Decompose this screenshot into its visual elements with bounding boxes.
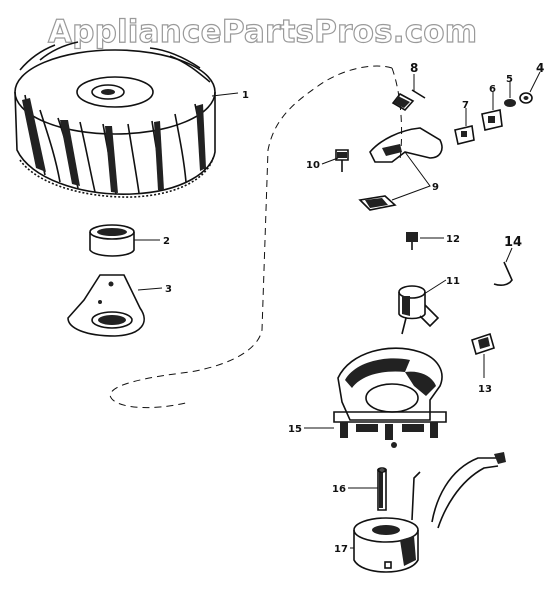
- breaker-point-arm: [358, 127, 443, 211]
- shaft-part-16: [377, 467, 387, 511]
- callout-11: 11: [446, 276, 460, 287]
- callout-16: 16: [332, 484, 346, 495]
- wire-hook-part-14: [493, 261, 513, 286]
- nut-part-5: [504, 99, 516, 107]
- clip-part-7: [454, 125, 475, 145]
- callout-2: 2: [163, 236, 170, 247]
- washer-part-4: [519, 92, 533, 104]
- callout-14: 14: [504, 235, 522, 250]
- callout-6: 6: [489, 84, 496, 95]
- flywheel: [14, 41, 216, 198]
- coil-lead-3: [411, 471, 421, 521]
- callout-10: 10: [306, 160, 320, 171]
- bracket-plate: [67, 274, 145, 337]
- coil-lead-2: [437, 465, 499, 529]
- callout-3: 3: [165, 284, 172, 295]
- screw-part-12: [406, 232, 418, 250]
- callout-5: 5: [506, 74, 513, 85]
- leader-lines: [134, 71, 541, 549]
- callout-12: 12: [446, 234, 460, 245]
- coil-part-17: [353, 517, 419, 573]
- callout-13: 13: [478, 384, 492, 395]
- callout-7: 7: [462, 100, 469, 111]
- condenser-part-11: [398, 285, 440, 335]
- callout-8: 8: [410, 61, 418, 75]
- callout-9: 9: [432, 182, 439, 193]
- callout-15: 15: [288, 424, 302, 435]
- clip-part-6: [481, 109, 503, 131]
- screw-part-10: [335, 149, 349, 172]
- callout-4: 4: [536, 61, 544, 75]
- callout-labels: 1 2 3 4 5 6 7 8 9 10 11 12 13 14 15 16 1…: [163, 61, 544, 555]
- watermark-text: AppliancePartsPros.com: [47, 13, 478, 50]
- callout-1: 1: [242, 90, 249, 101]
- bushing-part: [89, 224, 135, 257]
- screw-part-8: [391, 89, 426, 112]
- cover-clip-part-13: [471, 332, 495, 356]
- coil-lead-1: [431, 457, 496, 523]
- wire-route-dashed: [109, 65, 393, 409]
- callout-17: 17: [334, 544, 348, 555]
- stator-housing: [333, 347, 447, 448]
